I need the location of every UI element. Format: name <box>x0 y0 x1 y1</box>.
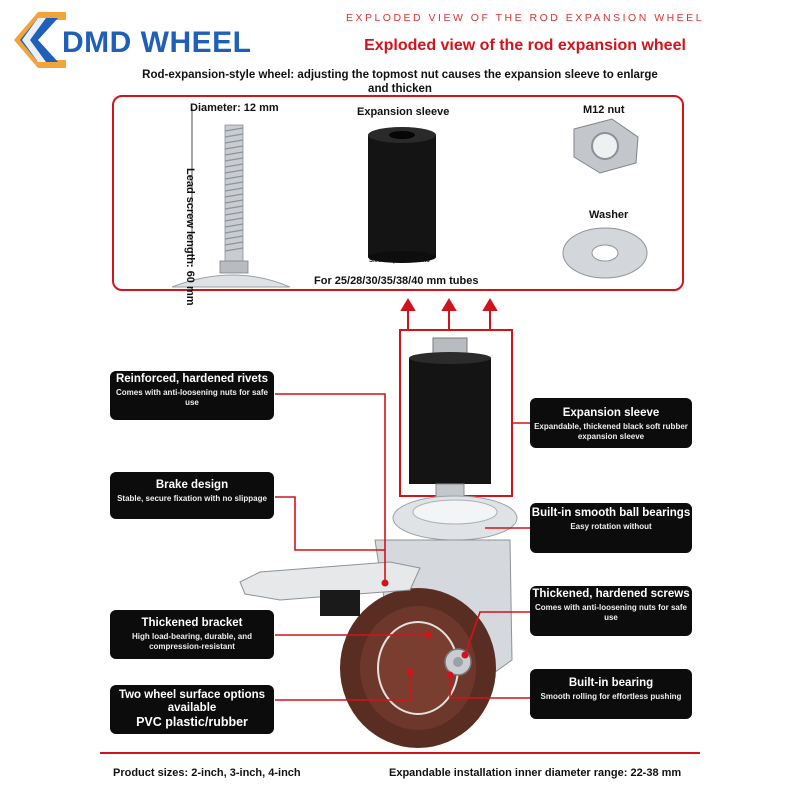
callout-surface-options: PVC plastic/rubber <box>136 715 248 729</box>
callout-bracket-title: Thickened bracket <box>141 617 243 629</box>
callout-rivets-desc: Comes with anti-loosening nuts for safe … <box>115 388 268 407</box>
callout-bracket: Thickened bracket High load-bearing, dur… <box>110 610 274 659</box>
callout-sleeve: Expansion sleeve Expandable, thickened b… <box>530 398 692 448</box>
callout-surface: Two wheel surface options available PVC … <box>110 685 274 734</box>
washer-label: Washer <box>589 209 629 221</box>
callout-ball-bearings: Built-in smooth ball bearings Easy rotat… <box>530 503 692 553</box>
callout-screws-title: Thickened, hardened screws <box>532 588 690 600</box>
callout-bracket-desc: High load-bearing, durable, and compress… <box>131 632 252 651</box>
arrow-up-icon <box>400 298 498 330</box>
expansion-sleeve-label: Expansion sleeve <box>357 106 450 118</box>
caster-illustration <box>239 298 530 748</box>
callout-brake-desc: Stable, secure fixation with no slippage <box>117 494 267 503</box>
diameter-label: Diameter: 12 mm <box>190 102 279 114</box>
nut-label: M12 nut <box>583 104 625 116</box>
callout-screws: Thickened, hardened screws Comes with an… <box>530 586 692 636</box>
header-subtitle: EXPLODED VIEW OF THE ROD EXPANSION WHEEL <box>345 12 705 24</box>
dmd-logo-icon <box>14 12 66 68</box>
intro-text: Rod-expansion-style wheel: adjusting the… <box>142 69 658 95</box>
diameter-range: Expandable installation inner diameter r… <box>389 767 682 779</box>
callout-bearing: Built-in bearing Smooth rolling for effo… <box>530 669 692 719</box>
parts-panel <box>112 95 684 291</box>
callout-bearing-title: Built-in bearing <box>568 677 654 689</box>
callout-bearing-desc: Smooth rolling for effortless pushing <box>540 692 682 701</box>
m12-nut-image <box>573 118 639 174</box>
callout-screws-desc: Comes with anti-loosening nuts for safe … <box>534 603 687 622</box>
footer-divider <box>100 752 700 754</box>
callout-rivets-title: Reinforced, hardened rivets <box>115 373 269 385</box>
callout-surface-title: Two wheel surface options available <box>118 689 266 714</box>
callout-ball-bearings-title: Built-in smooth ball bearings <box>531 507 691 519</box>
lead-screw-label: Lead screw length: 60 mm <box>184 168 196 306</box>
page-title: Exploded view of the rod expansion wheel <box>364 37 686 54</box>
brand-name: DMD WHEEL <box>62 26 252 59</box>
callout-brake: Brake design Stable, secure fixation wit… <box>110 472 274 519</box>
sleeve-spec-label: Sleeve specifications <box>369 258 430 264</box>
product-sizes: Product sizes: 2-inch, 3-inch, 4-inch <box>113 767 301 779</box>
expansion-sleeve-image <box>368 127 436 263</box>
callout-ball-bearings-desc: Easy rotation without <box>570 522 652 531</box>
lead-screw-image <box>171 108 291 288</box>
callout-brake-title: Brake design <box>155 479 229 491</box>
callout-rivets: Reinforced, hardened rivets Comes with a… <box>110 371 274 420</box>
parts-illustration <box>171 108 648 288</box>
tubes-label: For 25/28/30/35/38/40 mm tubes <box>314 275 479 287</box>
callout-sleeve-desc: Expandable, thickened black soft rubber … <box>534 422 688 441</box>
callout-sleeve-title: Expansion sleeve <box>562 407 660 419</box>
washer-image <box>562 227 648 279</box>
